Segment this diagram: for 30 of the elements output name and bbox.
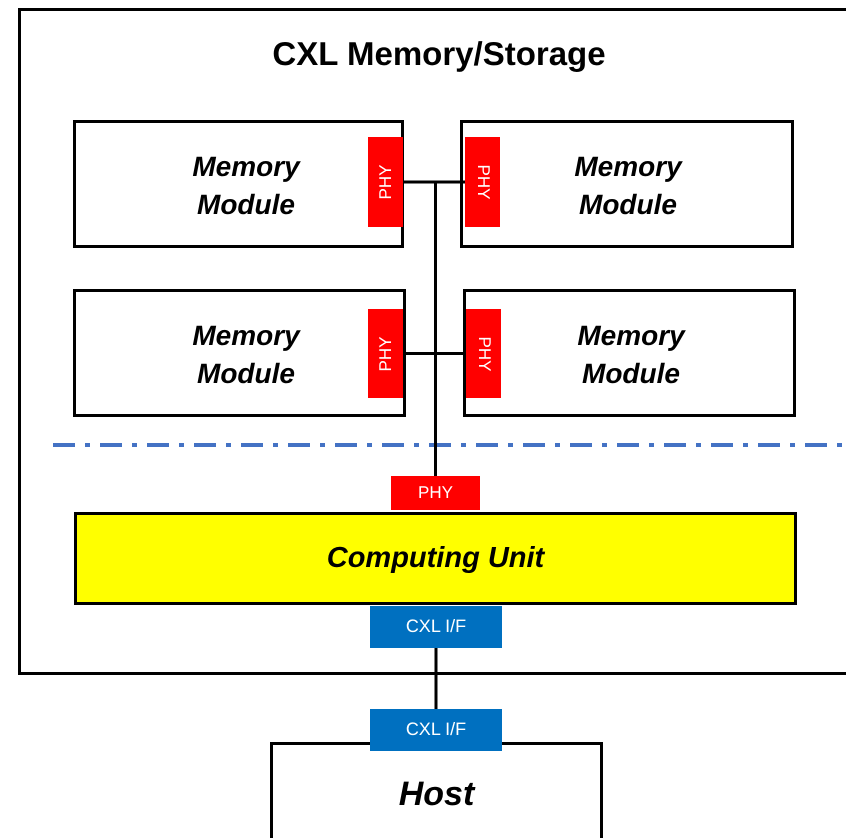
phy-block <box>466 309 501 398</box>
connector-line <box>434 648 438 709</box>
phy-block <box>368 137 403 227</box>
module-label: Memory Module <box>191 319 302 391</box>
host-box <box>270 742 603 838</box>
interface-block <box>370 709 502 751</box>
phy-block <box>368 309 403 398</box>
memory-module-box <box>460 120 794 248</box>
module-label: Memory Module <box>576 319 687 391</box>
enclosure-box <box>18 8 846 675</box>
phy-block <box>465 137 500 227</box>
connector-line <box>434 352 466 476</box>
module-label: Memory Module <box>191 150 302 222</box>
title: CXL Memory/Storage <box>271 35 607 73</box>
interface-block <box>370 606 502 648</box>
phy-label: PHY <box>474 336 494 371</box>
memory-module-box <box>463 289 796 417</box>
module-label: Memory Module <box>573 150 684 222</box>
computing-unit-box <box>74 512 797 605</box>
phy-label: PHY <box>417 483 454 503</box>
phy-label: PHY <box>376 336 396 371</box>
host-label: Host <box>398 775 476 814</box>
phy-label: PHY <box>472 164 492 200</box>
memory-module-box <box>73 120 404 248</box>
phy-label: PHY <box>376 164 396 200</box>
memory-module-box <box>73 289 406 417</box>
computing-unit-label: Computing Unit <box>326 542 546 575</box>
interface-label: CXL I/F <box>404 616 468 637</box>
phy-block <box>391 476 480 510</box>
interface-label: CXL I/F <box>404 719 468 740</box>
